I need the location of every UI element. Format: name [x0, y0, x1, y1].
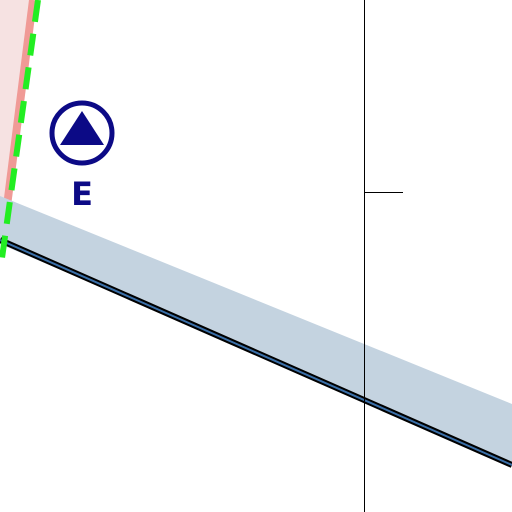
- marker-e[interactable]: E: [49, 100, 115, 213]
- triangle-in-circle-icon: [60, 111, 104, 145]
- road-band: [0, 196, 512, 462]
- road-line-inner: [0, 239, 512, 466]
- marker-label: E: [71, 175, 93, 213]
- boundary-dashed-line: [0, 0, 41, 259]
